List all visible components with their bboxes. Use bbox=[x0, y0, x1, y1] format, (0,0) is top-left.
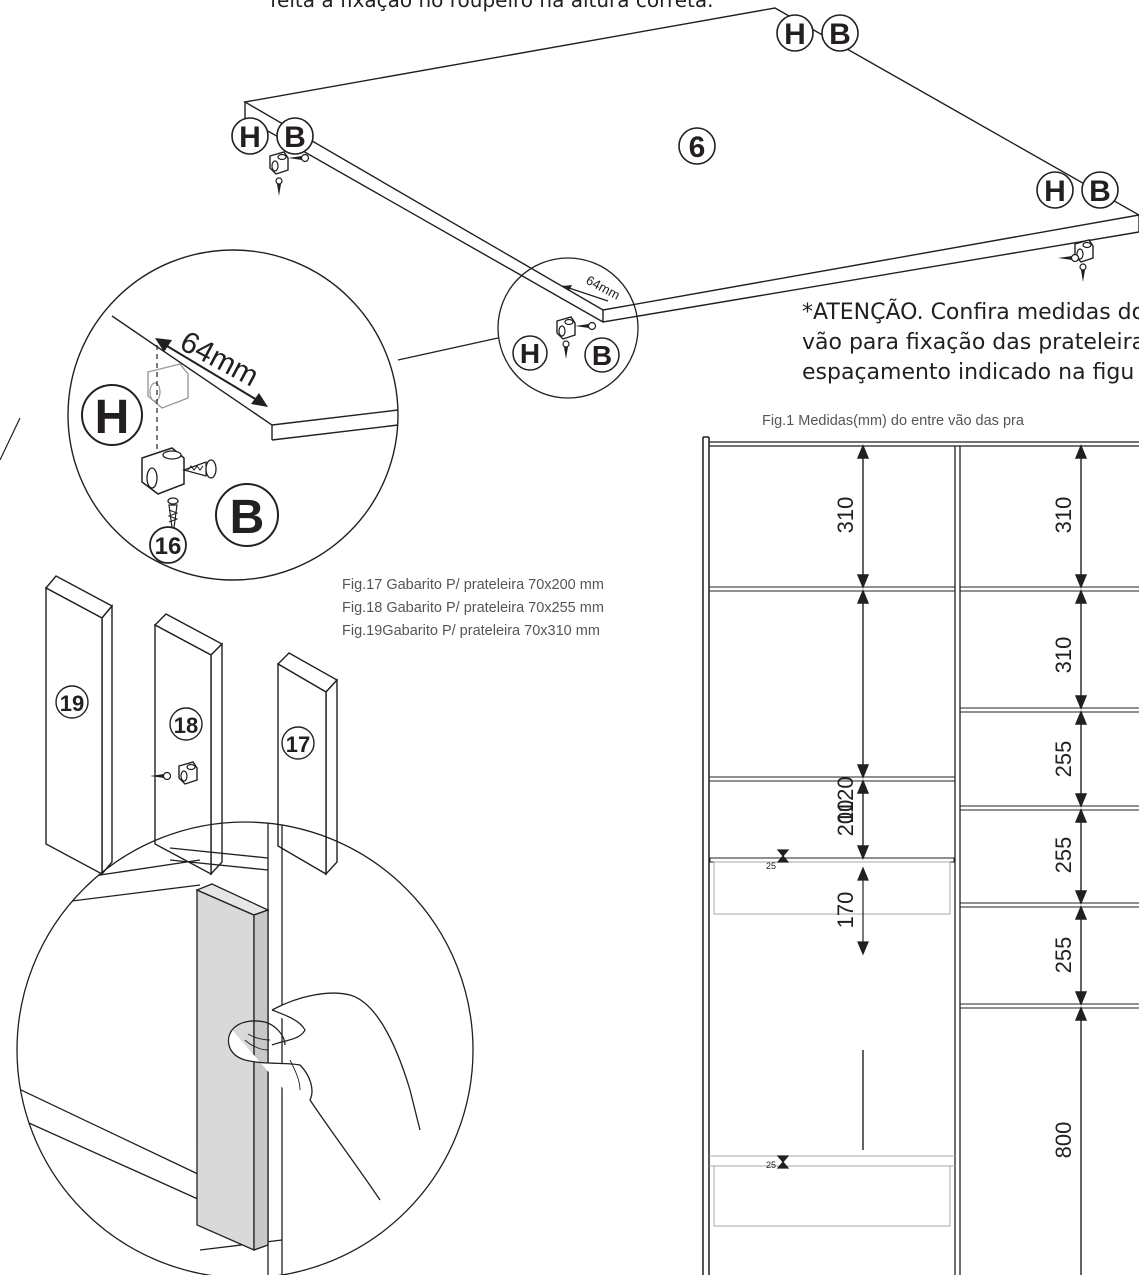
shelf-panel bbox=[242, 7, 1139, 323]
hb-label-top-left: H B bbox=[231, 117, 314, 155]
figure1-caption: Fig.1 Medidas(mm) do entre vão das pra bbox=[762, 413, 1024, 429]
wardrobe-elevation bbox=[702, 436, 1139, 1275]
bracket-letter: B bbox=[829, 18, 851, 51]
dimension-arrows bbox=[856, 444, 1088, 1275]
shelf-number-badge: 6 bbox=[678, 127, 716, 165]
template-caption: Fig.18 Gabarito P/ prateleira 70x255 mm bbox=[342, 600, 604, 616]
dim-left-310: 310 bbox=[833, 497, 858, 534]
shelf-number: 6 bbox=[689, 131, 706, 164]
dim-left-200: 200 bbox=[833, 800, 858, 837]
screw-icon bbox=[574, 321, 597, 331]
attention-line: espaçamento indicado na figu bbox=[802, 360, 1135, 385]
detail-circle-large: 64mm H B 16 bbox=[67, 249, 399, 581]
detail-circle-small: 64mm H B bbox=[497, 257, 639, 399]
edge-stroke bbox=[0, 417, 21, 461]
callout-line bbox=[397, 337, 499, 361]
bracket-icon bbox=[178, 761, 198, 785]
template-captions: Fig.17 Gabarito P/ prateleira 70x200 mm … bbox=[342, 574, 604, 643]
template-caption: Fig.17 Gabarito P/ prateleira 70x200 mm bbox=[342, 577, 604, 593]
bracket-letter: B bbox=[592, 340, 612, 371]
attention-line: *ATENÇÃO. Confira medidas do bbox=[802, 300, 1139, 325]
bracket-icon bbox=[269, 151, 289, 175]
dimension-labels: 310 1120 200 310 310 255 255 255 bbox=[833, 497, 1076, 974]
dim-right-255-c: 255 bbox=[1051, 937, 1076, 974]
hinge-letter: H bbox=[239, 121, 261, 154]
hb-label-right: H B bbox=[1036, 171, 1119, 209]
template-board-18: 18 bbox=[153, 613, 224, 876]
screw-icon bbox=[1079, 263, 1087, 283]
template-caption: Fig.19Gabarito P/ prateleira 70x310 mm bbox=[342, 623, 600, 639]
screw-icon bbox=[562, 340, 570, 360]
dim-right-310-b: 310 bbox=[1051, 637, 1076, 674]
gap-label-bottom: 25 bbox=[766, 1160, 776, 1170]
hinge-letter: H bbox=[1044, 175, 1066, 208]
instruction-text: feita a fixação no roupeiro na altura co… bbox=[270, 0, 714, 12]
board-number: 17 bbox=[286, 732, 310, 757]
template-board-19: 19 bbox=[44, 575, 114, 876]
board-number: 18 bbox=[174, 713, 198, 738]
hb-label-top-right: H B bbox=[776, 14, 859, 52]
dim-right-800: 800 bbox=[1051, 1122, 1076, 1159]
dim-right-255-b: 255 bbox=[1051, 837, 1076, 874]
dim-right-310: 310 bbox=[1051, 497, 1076, 534]
bracket-icon bbox=[556, 316, 576, 340]
bracket-letter: B bbox=[284, 121, 306, 154]
hinge-letter: H bbox=[95, 391, 130, 444]
dim-left-170: 170 bbox=[833, 892, 858, 929]
bracket-letter: B bbox=[1089, 175, 1111, 208]
drawer-dimensions: 25 170 25 800 bbox=[766, 849, 1076, 1170]
screw-icon bbox=[275, 177, 283, 197]
dim-right-255-a: 255 bbox=[1051, 741, 1076, 778]
dim-left-1120: 1120 bbox=[833, 776, 858, 823]
screw-icon bbox=[1057, 253, 1080, 263]
hinge-letter: H bbox=[520, 338, 540, 369]
gap-label-top: 25 bbox=[766, 861, 776, 871]
template-board-17: 17 bbox=[276, 652, 339, 876]
bracket-letter: B bbox=[230, 491, 265, 544]
hinge-letter: H bbox=[784, 18, 806, 51]
screw-icon bbox=[287, 153, 310, 163]
hand-detail-circle bbox=[16, 761, 474, 1275]
board-number: 19 bbox=[60, 691, 84, 716]
screw-number: 16 bbox=[155, 533, 182, 560]
attention-line: vão para fixação das prateleira bbox=[802, 330, 1139, 355]
attention-note: *ATENÇÃO. Confira medidas do vão para fi… bbox=[802, 298, 1139, 388]
